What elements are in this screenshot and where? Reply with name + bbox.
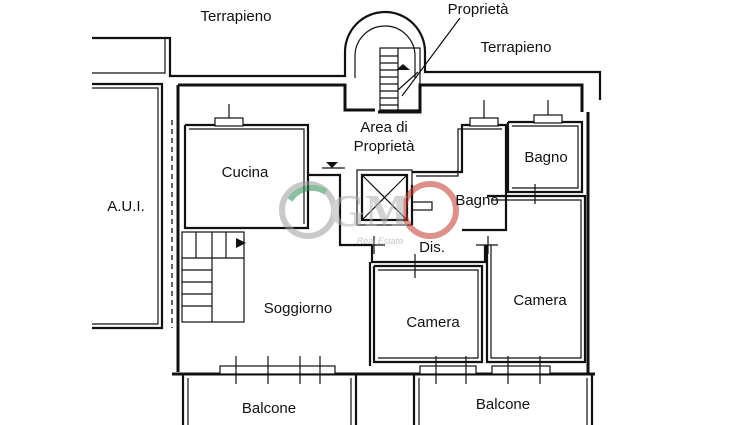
label-camera-right: Camera: [513, 292, 567, 309]
outer-boundary: [92, 10, 602, 100]
label-terrapieno-left: Terrapieno: [201, 8, 272, 25]
proprieta-leader-line: [401, 17, 461, 97]
logo-ring-grey: [279, 181, 337, 239]
aui-block: [92, 82, 164, 330]
label-area-line1: Area di: [360, 119, 408, 136]
watermark-logo: GM Real Estate: [279, 181, 459, 246]
label-soggiorno: Soggiorno: [264, 300, 332, 317]
logo-ring-red: [401, 181, 459, 239]
stair-tower: [379, 47, 421, 111]
label-area-line2: Proprietà: [354, 138, 416, 155]
label-proprieta: Proprietà: [448, 1, 510, 18]
label-dis: Dis.: [419, 239, 445, 256]
logo-subtitle: Real Estate: [357, 236, 404, 246]
logo-mark: GM: [329, 185, 408, 236]
balconies: [181, 374, 594, 425]
logo-arc-green: [287, 184, 328, 202]
label-balcone-left: Balcone: [242, 400, 296, 417]
door-marks: [322, 162, 536, 278]
windows: [214, 100, 563, 384]
label-camera-center: Camera: [406, 314, 460, 331]
label-bagno-center: Bagno: [455, 192, 498, 209]
stair-soggiorno: [181, 231, 246, 323]
label-bagno-top: Bagno: [524, 149, 567, 166]
label-cucina: Cucina: [222, 164, 269, 181]
label-aui: A.U.I.: [107, 198, 145, 215]
label-balcone-right: Balcone: [476, 396, 530, 413]
label-terrapieno-right: Terrapieno: [481, 39, 552, 56]
